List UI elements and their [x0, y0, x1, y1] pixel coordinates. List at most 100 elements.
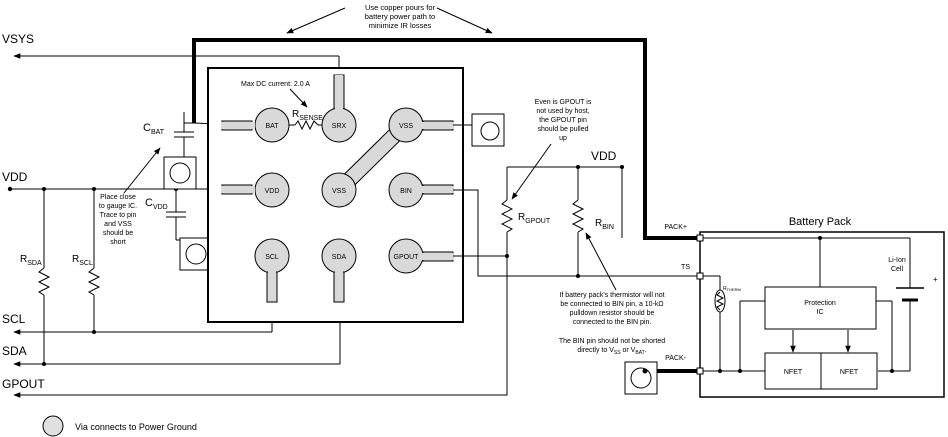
note-line: battery power path to [365, 12, 435, 21]
protection-label-2: IC [817, 309, 824, 316]
pack-plus-label: PACK+ [664, 224, 687, 231]
copper-arrow-left [286, 7, 346, 34]
pin-bat-label: BAT [265, 123, 279, 130]
rsense-sub: SENSE [299, 115, 323, 122]
bin-trace [453, 189, 700, 277]
note-line: Use copper pours for [365, 3, 436, 12]
pack-internal-wiring [703, 236, 911, 373]
battery-power-path [192, 38, 700, 240]
sda-rail: SDA [2, 300, 341, 367]
rscl-sub: SCL [79, 260, 93, 267]
note-seg: or V [621, 347, 636, 354]
pin-sda: SDA [321, 238, 357, 303]
cvdd-capacitor: CVDD [145, 189, 213, 271]
note-line: minimize IR losses [369, 21, 432, 30]
gpout-label: GPOUT [2, 377, 45, 391]
vdd-right-net: VDD [507, 149, 624, 169]
note-line: connected to the BIN pin. [573, 319, 652, 326]
note-line: should be [103, 230, 133, 237]
note-seg: directly to V [577, 347, 614, 354]
gpout-rail: GPOUT [2, 377, 478, 398]
rsda-sub: SDA [27, 260, 42, 267]
gauge-note-arrow [123, 147, 161, 194]
svg-text:RSENSE: RSENSE [292, 109, 323, 122]
protection-ic: Protection IC [764, 286, 877, 330]
pin-bin-label: BIN [400, 188, 412, 195]
note-line: the GPOUT pin [539, 117, 587, 124]
rgpout-resistor: RGPOUT [500, 167, 551, 256]
pin-vdd: VDD [221, 172, 290, 208]
legend: Via connects to Power Ground [42, 415, 197, 437]
pin-vdd-label: VDD [265, 188, 280, 195]
cbat-capacitor: CBAT [143, 112, 241, 190]
rsense-label: R [292, 109, 299, 120]
pin-srx: SRX [321, 74, 357, 143]
svg-text:CBAT: CBAT [143, 122, 165, 136]
nfet1-label: NFET [784, 369, 803, 376]
note-seg: . [645, 347, 647, 354]
pin-srx-label: SRX [332, 123, 347, 130]
rsda-resistor: RSDA [20, 189, 51, 364]
vdd-rail: VDD [2, 170, 240, 192]
note-line: directly to VSS or VBAT. [577, 347, 646, 356]
battery-pack-outline [699, 231, 945, 398]
cbat-sub: BAT [151, 129, 165, 136]
pin-vss2-label: VSS [332, 188, 346, 195]
scl-rail: SCL [2, 300, 273, 335]
cell-label: Li-Ion [888, 257, 906, 264]
svg-text:RSDA: RSDA [20, 254, 42, 267]
max-dc-arrow [289, 88, 308, 108]
note-line: If battery pack's thermistor will not [559, 292, 664, 299]
ts-label: TS [681, 264, 690, 271]
bin-note-arrow [585, 232, 617, 291]
rsense-resistor: RSENSE [289, 109, 323, 131]
pin-vss-2: VSS [321, 172, 357, 208]
note-line: pulldown resistor should be [570, 310, 655, 317]
pack-minus-label: PACK- [665, 355, 687, 362]
via-legend-icon [42, 415, 64, 437]
pin-vss1-label: VSS [399, 123, 413, 130]
vdd-right-label: VDD [591, 149, 617, 163]
bin-pulldown-note: If battery pack's thermistor will not be… [559, 292, 665, 356]
pack-terminals: PACK+ TS PACK- [664, 224, 704, 375]
note-line: up [559, 135, 567, 142]
note-line: to gauge IC. [99, 203, 137, 210]
cbat-label: C [143, 122, 151, 134]
gpout-note-arrow [511, 143, 552, 200]
rntc-sub: THERM [727, 287, 741, 292]
nfet-1: NFET [764, 352, 822, 390]
gpout-trace [453, 255, 508, 396]
cvdd-sub: VDD [153, 204, 168, 211]
cell-label-2: Cell [891, 266, 904, 273]
pin-sda-label: SDA [332, 254, 347, 261]
cvdd-label: C [145, 197, 153, 209]
note-line: Even is GPOUT is [535, 99, 592, 106]
battery-pack-title: Battery Pack [789, 216, 852, 228]
pin-bat: BAT [221, 107, 290, 143]
vss-ground-via [453, 113, 505, 147]
rscl-label: R [72, 254, 79, 265]
nfet2-label: NFET [840, 369, 859, 376]
pin-scl: SCL [254, 238, 290, 303]
gpout-pullup-note: Even is GPOUT is not used by host, the G… [535, 99, 592, 142]
nfet-2: NFET [820, 352, 878, 390]
thermistor: RTHERM [714, 286, 741, 313]
rbin-sub: BIN [602, 224, 614, 231]
note-line: The BIN pin should not be shorted [559, 338, 665, 345]
pin-bin: BIN [388, 172, 454, 208]
rgpout-sub: GPOUT [525, 218, 551, 225]
note-line: not used by host, [536, 108, 589, 115]
max-dc-current-note: Max DC current: 2.0 A [241, 81, 310, 88]
pin-scl-label: SCL [265, 254, 279, 261]
protection-label: Protection [804, 300, 836, 307]
copper-arrow-right [436, 7, 493, 34]
note-sub: BAT [635, 350, 644, 356]
rntc-label: R [723, 286, 727, 292]
rbin-label: R [595, 218, 602, 229]
li-ion-cell: Li-Ion Cell + [888, 257, 938, 302]
pack-minus-ground-via [624, 361, 658, 395]
note-line: and VSS [104, 221, 132, 228]
note-line: Place close [100, 194, 136, 201]
cell-plus-label: + [933, 275, 938, 284]
